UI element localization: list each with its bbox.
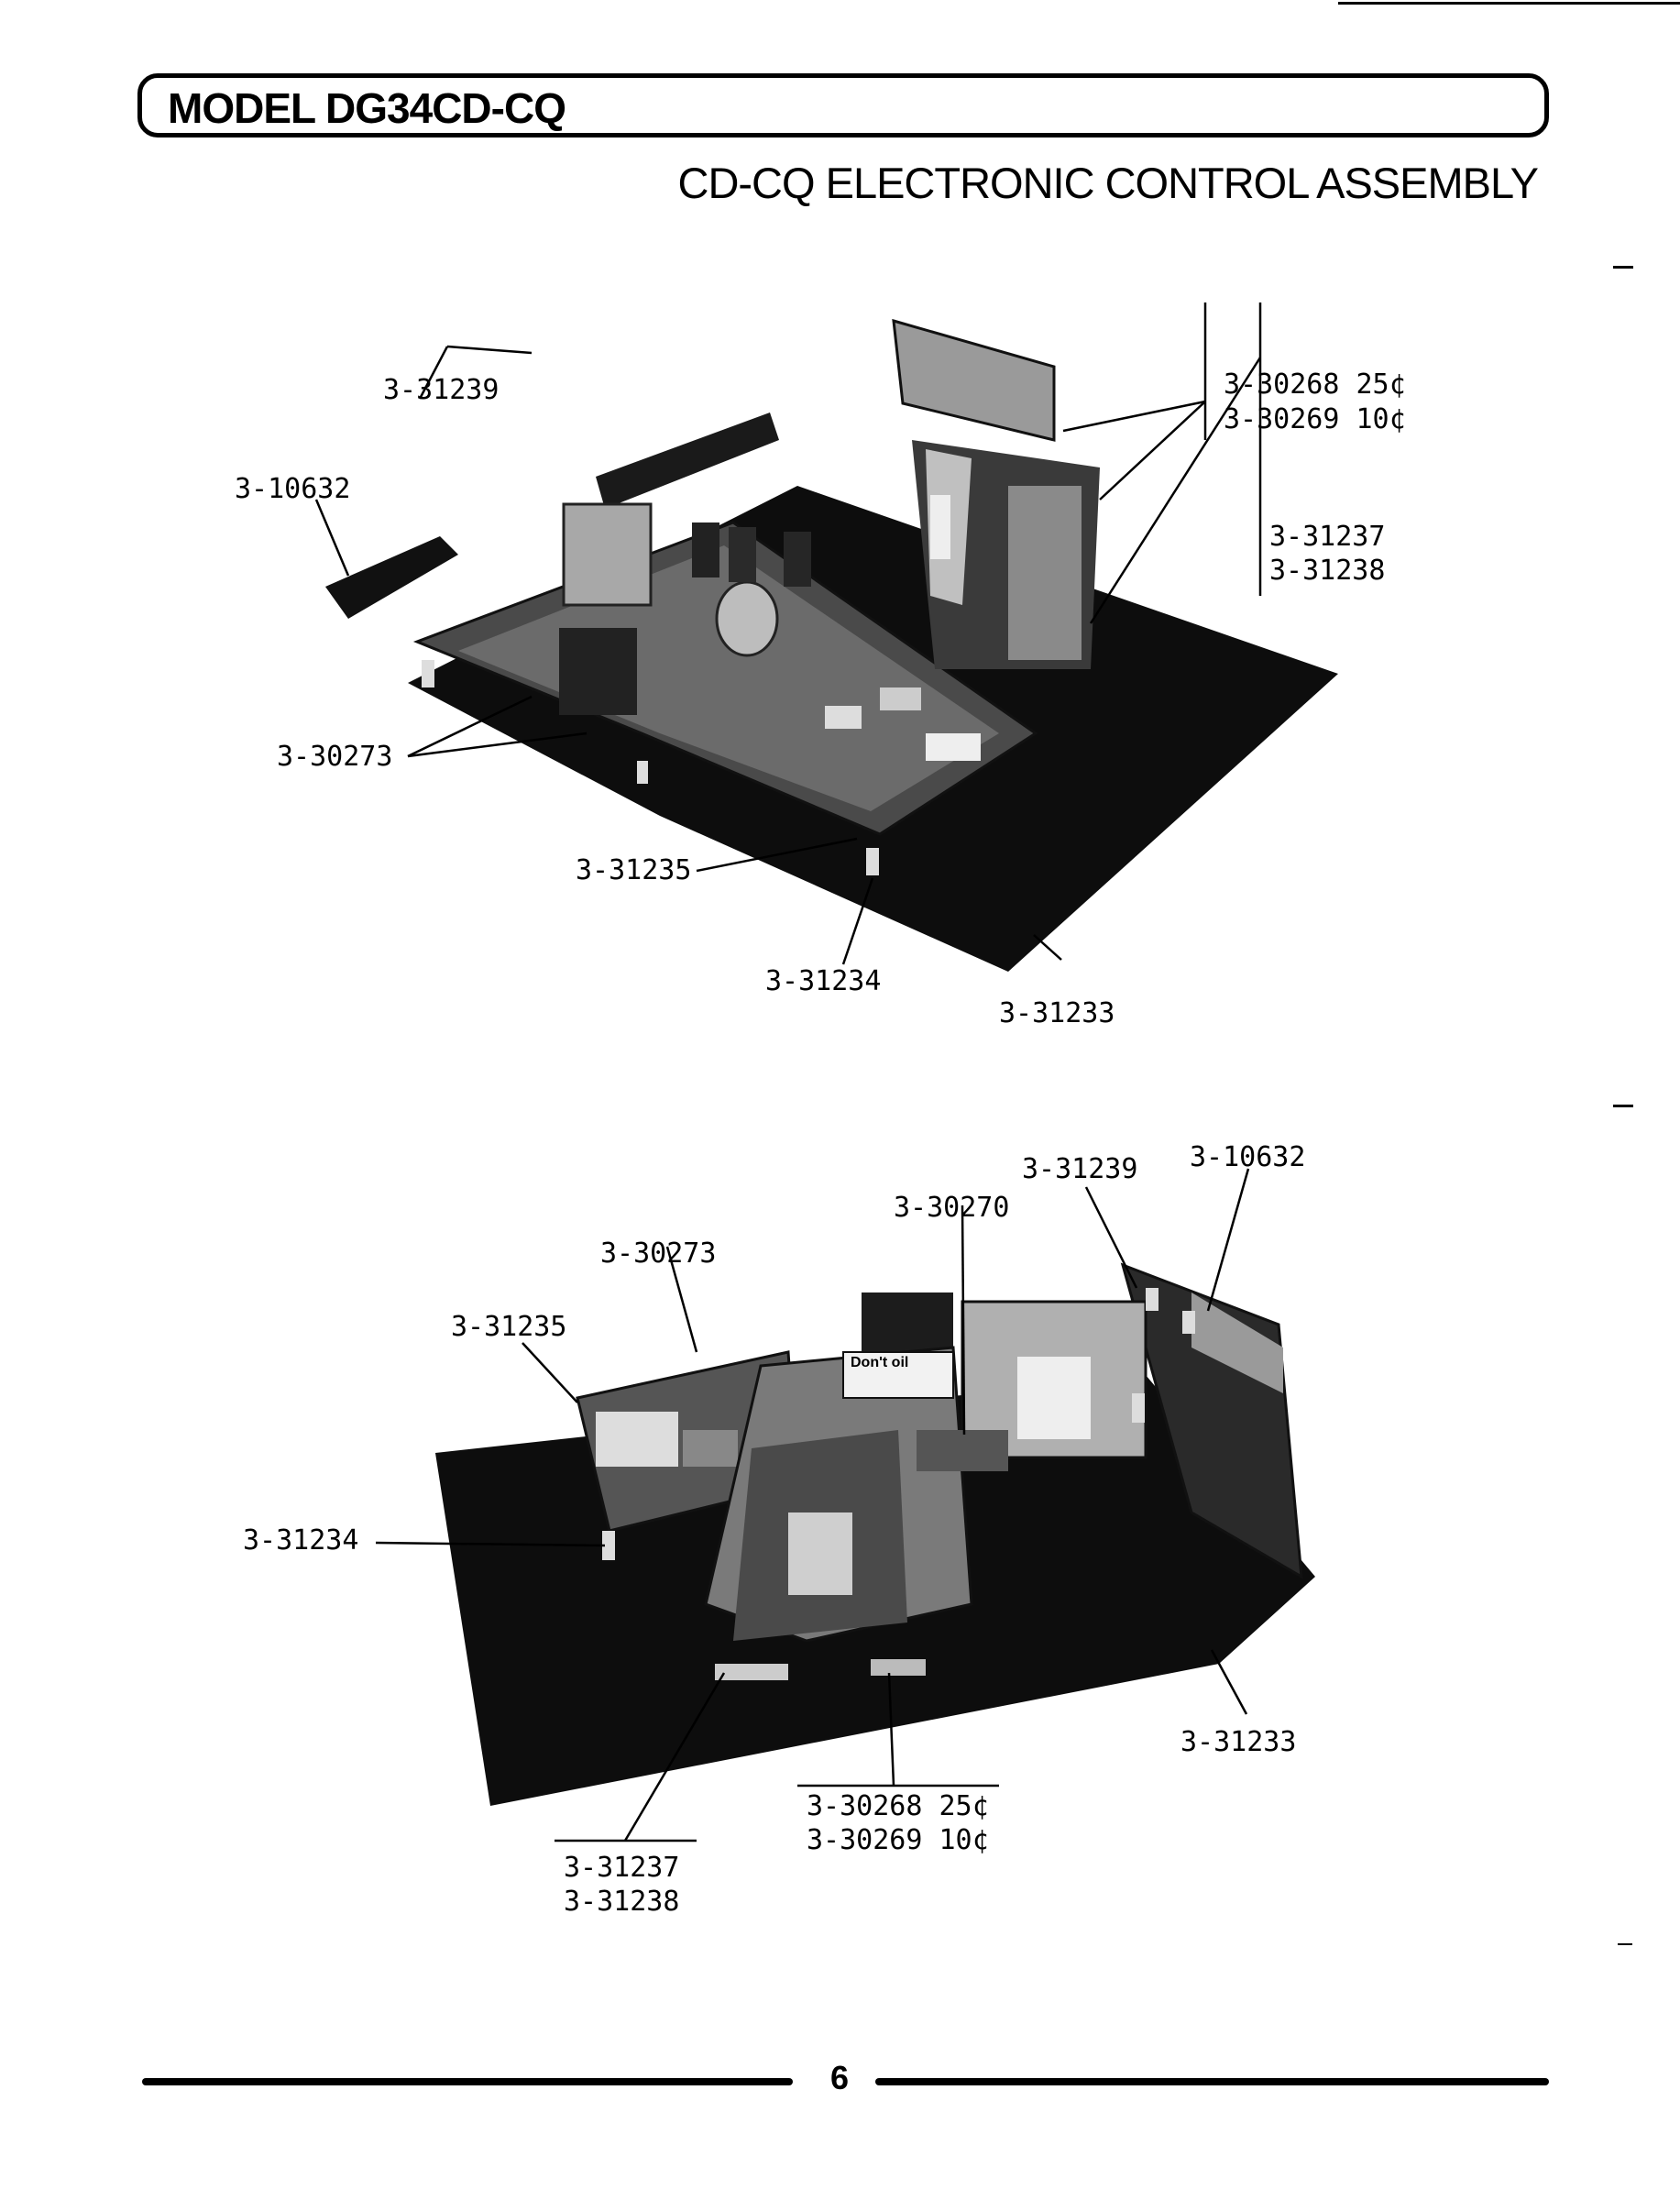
- callout-bottom-3-30268: 3-30268 25¢: [807, 1790, 989, 1822]
- dont-oil-sticker: Don't oil: [851, 1355, 909, 1370]
- callout-bottom-3-31239: 3-31239: [1022, 1153, 1138, 1185]
- page-subtitle: CD-CQ ELECTRONIC CONTROL ASSEMBLY: [677, 159, 1539, 207]
- callout-3-31235: 3-31235: [576, 854, 692, 886]
- callout-3-30268: 3-30268 25¢: [1224, 368, 1406, 401]
- callout-bottom-3-30269: 3-30269 10¢: [807, 1824, 989, 1856]
- callout-3-31237: 3-31237: [1269, 521, 1386, 553]
- callout-bottom-3-10632: 3-10632: [1190, 1141, 1306, 1173]
- edge-mark: [1613, 266, 1633, 269]
- edge-mark: [1613, 1105, 1633, 1107]
- callout-bottom-3-31234: 3-31234: [243, 1524, 359, 1556]
- page-footer: 6: [0, 2053, 1680, 2108]
- callout-bottom-3-31233: 3-31233: [1180, 1726, 1297, 1758]
- top-edge-rule: [1338, 2, 1680, 5]
- callout-bottom-3-30273: 3-30273: [600, 1238, 717, 1270]
- top-assembly-figure: 3-31239 3-10632 3-30268 25¢ 3-30269 10¢ …: [0, 302, 1680, 1054]
- callout-bottom-3-31238: 3-31238: [564, 1886, 680, 1918]
- callout-3-31233: 3-31233: [999, 997, 1115, 1029]
- callout-3-31239: 3-31239: [383, 374, 500, 406]
- footer-rule-right: [875, 2078, 1549, 2085]
- model-title: MODEL DG34CD-CQ: [168, 84, 566, 132]
- callout-3-31234: 3-31234: [765, 965, 882, 997]
- bottom-assembly-illustration: [375, 1168, 1315, 1842]
- callout-bottom-3-31235: 3-31235: [451, 1311, 567, 1343]
- callout-3-30273: 3-30273: [277, 741, 393, 773]
- page-number: 6: [829, 2059, 850, 2096]
- model-title-banner: MODEL DG34CD-CQ: [137, 73, 1549, 138]
- callout-bottom-3-31237: 3-31237: [564, 1852, 680, 1884]
- callout-3-10632: 3-10632: [235, 473, 351, 505]
- footer-rule-left: [142, 2078, 793, 2085]
- callout-bottom-3-30270: 3-30270: [894, 1192, 1010, 1224]
- edge-mark: [1618, 1943, 1632, 1945]
- bottom-assembly-figure: 3-10632 3-31239 3-30270 3-30273 3-31235 …: [0, 1128, 1680, 1971]
- callout-3-30269: 3-30269 10¢: [1224, 403, 1406, 435]
- callout-3-31238: 3-31238: [1269, 555, 1386, 587]
- top-assembly-illustration: [314, 302, 1338, 972]
